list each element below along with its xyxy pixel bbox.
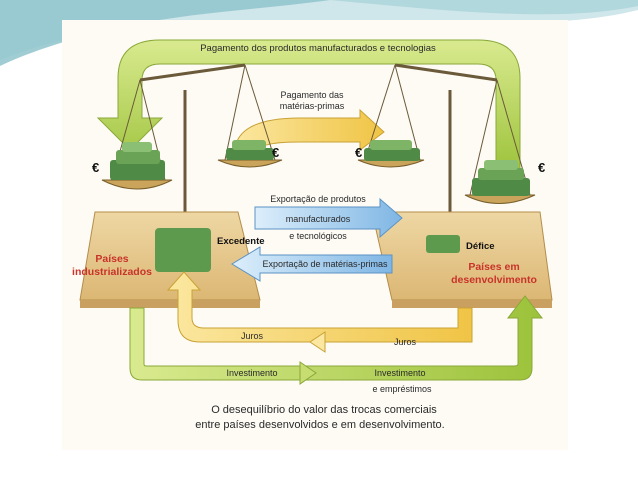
- investment-label-right: Investimento: [374, 368, 425, 378]
- industrialized-countries-block: Países industrializados Excedente: [72, 211, 265, 308]
- raw-payment-label-line1: Pagamento das: [280, 90, 344, 100]
- money-stack-right-small-pan: [364, 140, 420, 161]
- right-block-label-line2: desenvolvimento: [451, 274, 537, 286]
- left-block-label-line1: Países: [95, 253, 128, 265]
- left-block-label-line2: industrializados: [72, 266, 152, 278]
- decorative-swoosh: [0, 0, 638, 66]
- interest-label-left: Juros: [241, 331, 264, 341]
- export-manufactured-label-line2: manufacturados: [286, 214, 351, 224]
- export-raw-materials-arrow: Exportação de matérias-primas: [231, 246, 393, 282]
- surplus-money-stack: [155, 228, 211, 272]
- money-stack-right-pan: [472, 160, 530, 196]
- top-payment-arrow: Pagamento dos produtos manufacturados e …: [96, 39, 521, 176]
- right-block-label-line1: Países em: [468, 261, 519, 273]
- right-balance-scale: [357, 63, 536, 232]
- investment-label-left: Investimento: [226, 368, 277, 378]
- export-manufactured-arrow: Exportação de produtos manufacturados e …: [254, 194, 403, 241]
- surplus-label: Excedente: [217, 236, 265, 247]
- deficit-money-stack: [426, 235, 460, 253]
- euro-symbol-center-right: €: [355, 145, 362, 160]
- top-arrow-label: Pagamento dos produtos manufacturados e …: [200, 43, 436, 54]
- investment-arrow: Investimento Investimento e empréstimos: [129, 295, 544, 394]
- deficit-label: Défice: [466, 241, 495, 252]
- export-manufactured-label-line3: e tecnológicos: [289, 231, 347, 241]
- raw-payment-label-line2: matérias-primas: [280, 101, 345, 111]
- export-raw-materials-label: Exportação de matérias-primas: [262, 259, 388, 269]
- money-stack-left-small-pan: [226, 140, 274, 160]
- euro-symbol-center-left: €: [272, 145, 279, 160]
- caption-line2: entre países desenvolvidos e em desenvol…: [195, 419, 444, 431]
- interest-label-right: Juros: [394, 337, 417, 347]
- euro-symbol-right: €: [538, 160, 545, 175]
- money-stack-left-pan: [110, 142, 165, 180]
- interest-arrow: Juros Juros: [166, 271, 473, 353]
- euro-symbol-left: €: [92, 160, 99, 175]
- caption-line1: O desequilíbrio do valor das trocas come…: [211, 404, 437, 416]
- export-manufactured-label-line1: Exportação de produtos: [270, 194, 366, 204]
- developing-countries-block: Países em desenvolvimento Défice: [371, 211, 553, 308]
- left-balance-scale: [101, 63, 283, 235]
- loans-label: e empréstimos: [372, 384, 432, 394]
